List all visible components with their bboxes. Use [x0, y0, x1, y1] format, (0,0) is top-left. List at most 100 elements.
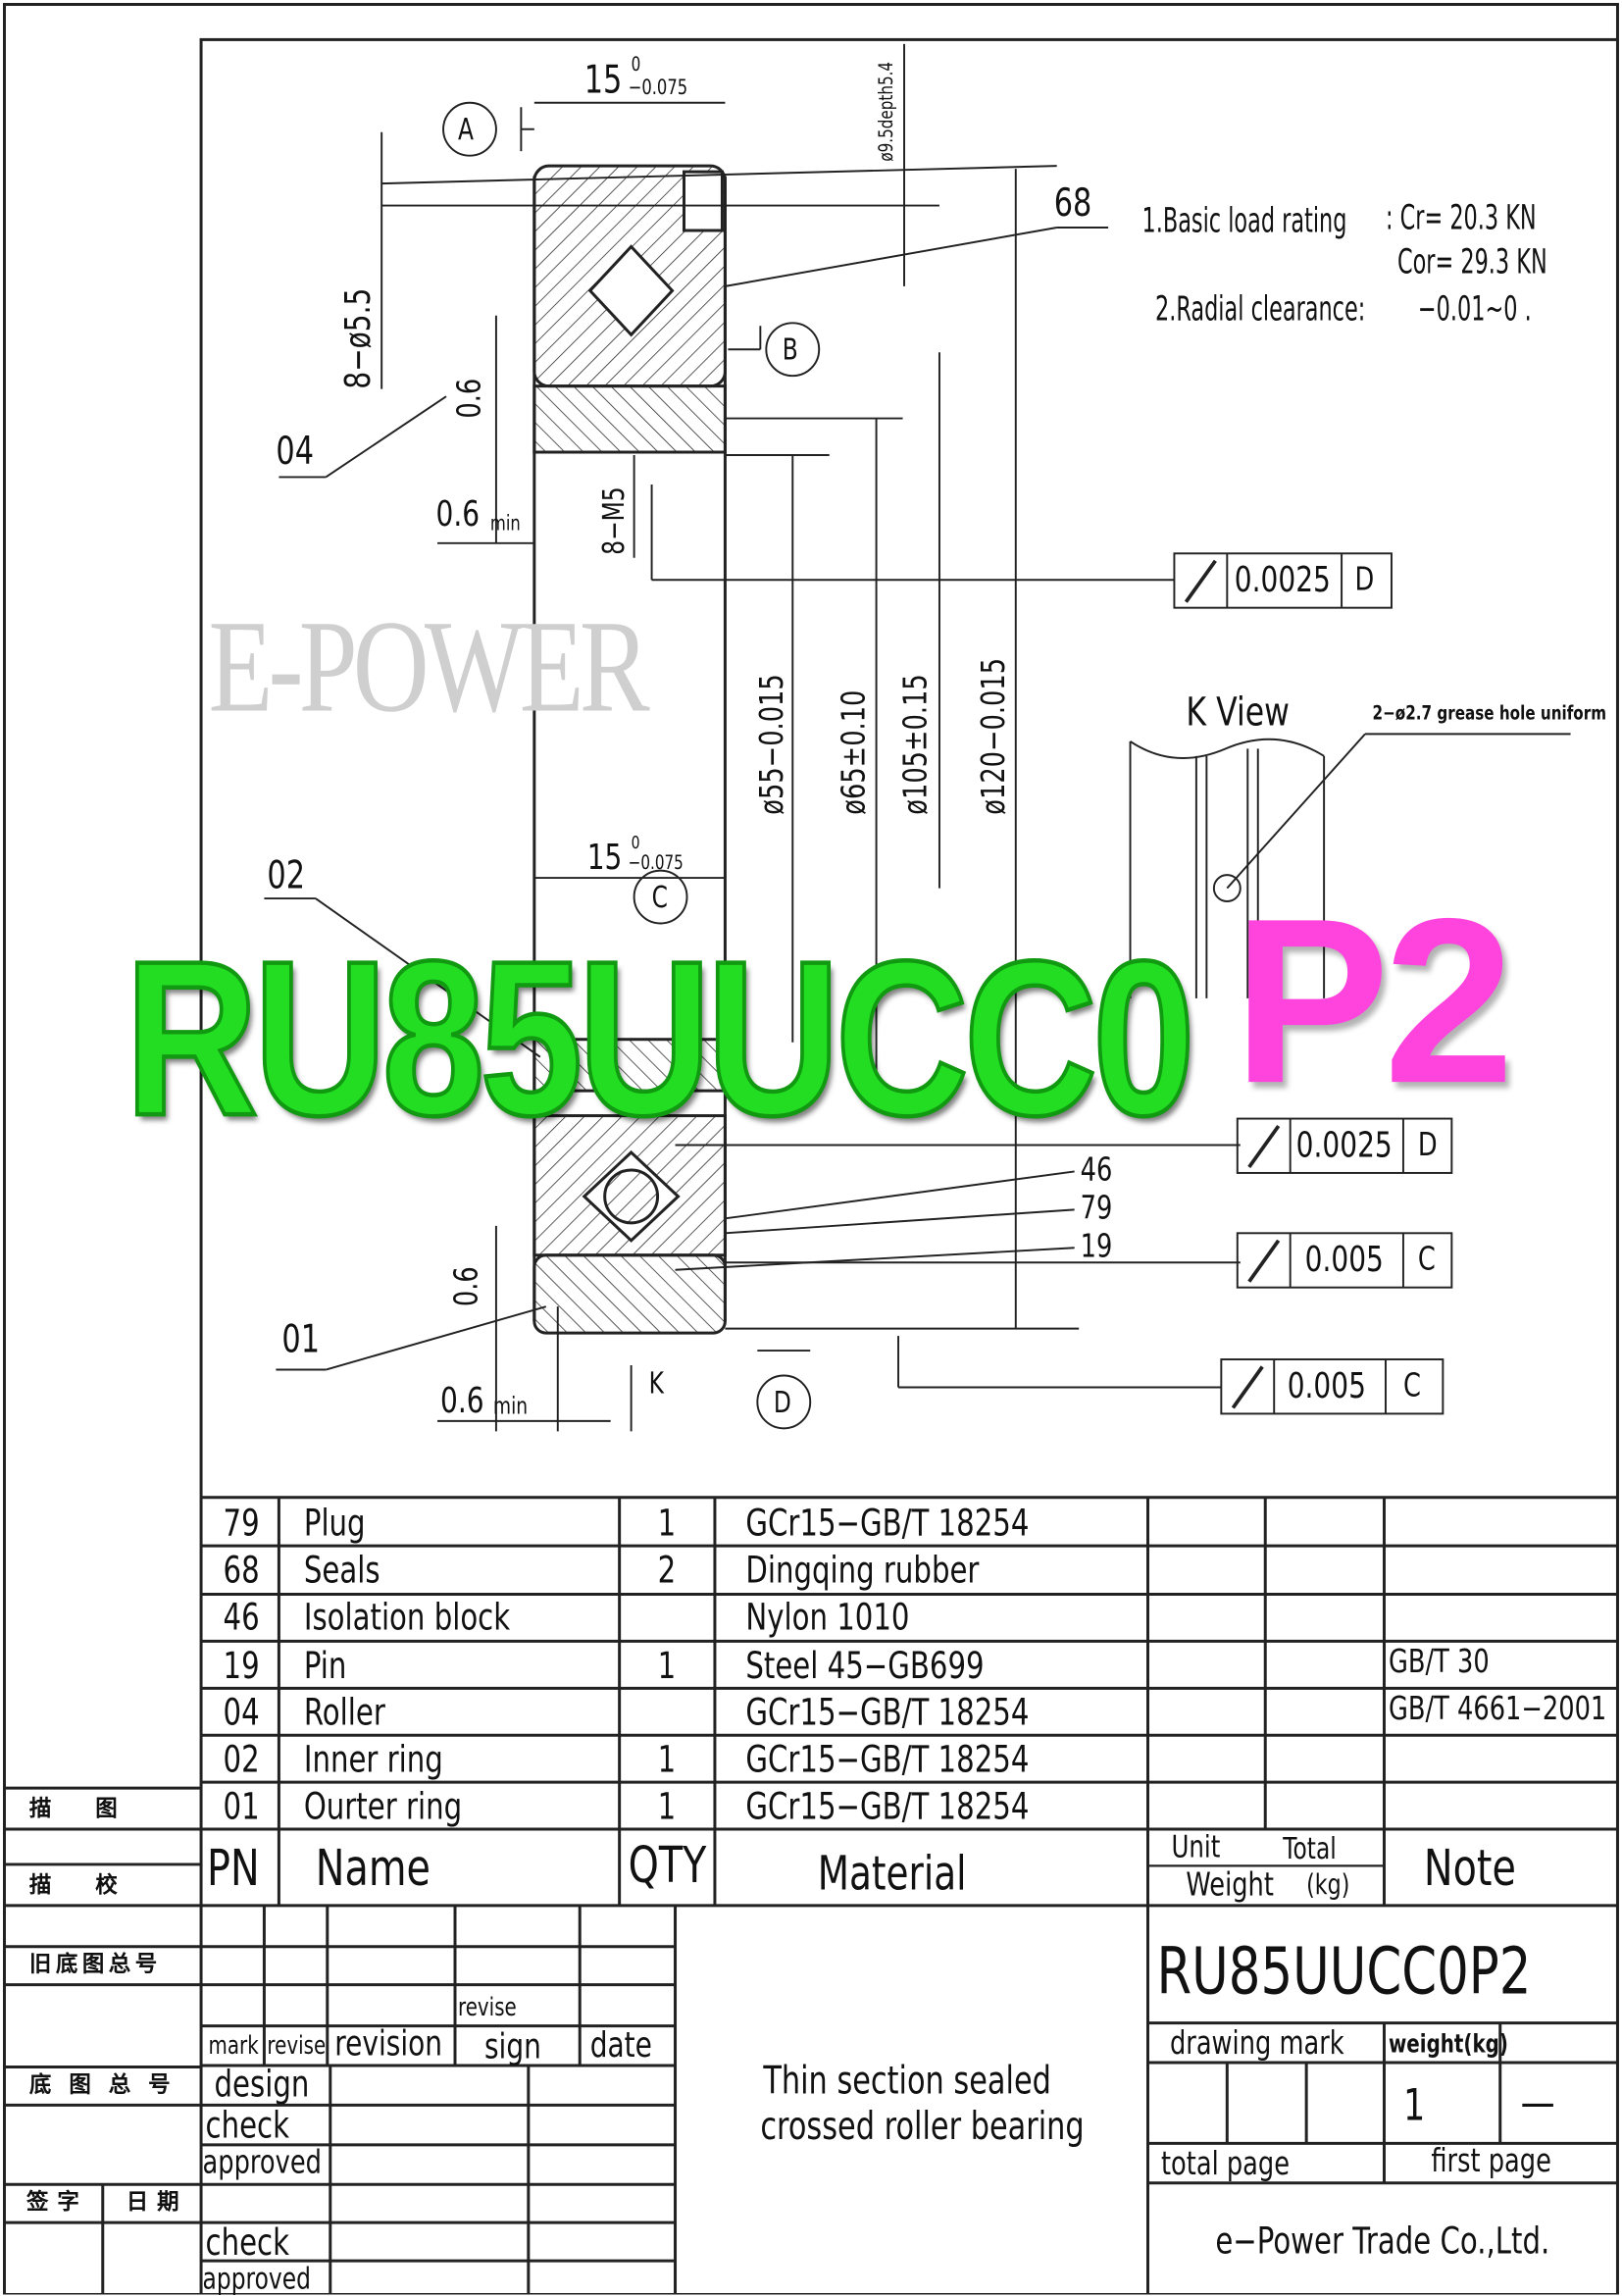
tolerance-value: 0.005	[1304, 1239, 1384, 1281]
part-qty: 1	[657, 1643, 677, 1687]
description-line-2: crossed roller bearing	[760, 2105, 1085, 2150]
part-number: 02	[223, 1738, 260, 1781]
drawing-mark-label: drawing mark	[1169, 2025, 1344, 2064]
header-qty: QTY	[628, 1836, 707, 1896]
signature-label: 签字	[25, 2188, 88, 2216]
part-number: 46	[223, 1596, 260, 1640]
width-tol-upper-2: 0	[631, 832, 640, 853]
load-rating-label: 1.Basic load rating	[1141, 202, 1347, 241]
part-number: 79	[223, 1502, 260, 1545]
clearance-value: −0.01~0 .	[1417, 290, 1532, 330]
chamfer-low-min: min	[492, 1391, 529, 1420]
cr-value: : Cr= 20.3 KN	[1385, 199, 1537, 238]
approved-label-2: approved	[202, 2261, 311, 2296]
chamfer-min: min	[489, 512, 521, 536]
trace-check-label: 描 校	[28, 1871, 118, 1899]
part-number: 04	[223, 1691, 260, 1734]
callout-68: 68	[1053, 181, 1092, 227]
d55-dim: ø55−0.015	[754, 674, 791, 815]
overlay-model-text: RU85UUCC0	[123, 914, 1196, 1161]
watermark: E-POWER	[208, 594, 650, 740]
date-label-cn: 日期	[126, 2188, 188, 2216]
part-number: 19	[223, 1643, 260, 1687]
date-label: date	[589, 2024, 652, 2066]
callout-46: 46	[1080, 1151, 1113, 1190]
overlay-suffix-text: P2	[1233, 869, 1514, 1133]
tolerance-value: 0.005	[1287, 1365, 1366, 1406]
part-name: Isolation block	[303, 1596, 511, 1640]
datum-c: C	[651, 879, 668, 915]
callout-04: 04	[276, 430, 315, 475]
tolerance-value: 0.0025	[1234, 559, 1331, 601]
check-label-2: check	[205, 2220, 290, 2265]
part-note: GB/T 4661−2001	[1388, 1691, 1607, 1728]
callout-79: 79	[1080, 1190, 1113, 1228]
part-material: Dingqing rubber	[745, 1549, 980, 1592]
scale-value: 1	[1402, 2079, 1426, 2132]
approved-label: approved	[202, 2144, 322, 2182]
tolerance-datum: D	[1354, 562, 1375, 599]
tolerance-datum: C	[1417, 1242, 1436, 1279]
part-qty: 1	[657, 1785, 677, 1828]
datum-a: A	[458, 111, 474, 147]
grease-note: 2−ø2.7 grease hole uniform	[1372, 702, 1607, 726]
d120-dim: ø120−0.015	[976, 657, 1013, 815]
header-name: Name	[315, 1839, 431, 1899]
k-view-label: K View	[1186, 689, 1290, 736]
width-tol-lower-2: −0.075	[628, 852, 684, 876]
k-label: K	[648, 1365, 664, 1401]
mark-label: mark	[208, 2031, 259, 2062]
part-material: GCr15−GB/T 18254	[745, 1785, 1030, 1828]
part-material: Nylon 1010	[745, 1596, 910, 1640]
design-label: design	[214, 2063, 310, 2106]
cor-value: Cor= 29.3 KN	[1396, 243, 1547, 282]
part-qty: 1	[657, 1502, 677, 1545]
callout-01: 01	[281, 1318, 321, 1363]
chamfer-top: 0.6	[452, 378, 489, 419]
clearance-label: 2.Radial clearance:	[1154, 290, 1366, 330]
chamfer-low: 0.6	[440, 1379, 484, 1421]
header-material: Material	[817, 1845, 967, 1902]
model-number: RU85UUCC0P2	[1156, 1934, 1532, 2011]
header-pn: PN	[207, 1839, 260, 1899]
part-name: Plug	[303, 1502, 366, 1545]
part-name: Seals	[303, 1549, 380, 1592]
part-material: GCr15−GB/T 18254	[745, 1738, 1030, 1781]
revision-label: revision	[334, 2022, 443, 2065]
callout-02: 02	[267, 854, 306, 899]
part-name: Ourter ring	[303, 1785, 463, 1828]
hole-depth-dim: ø9.5depth5.4	[876, 61, 899, 162]
check-label: check	[205, 2103, 290, 2147]
sign-label: sign	[483, 2025, 541, 2067]
part-name: Roller	[303, 1691, 385, 1734]
part-name: Pin	[303, 1643, 347, 1687]
trace-label: 描 图	[28, 1795, 118, 1822]
part-note: GB/T 30	[1388, 1643, 1490, 1681]
thread-dim: 8−M5	[595, 486, 632, 555]
callout-19: 19	[1080, 1228, 1113, 1266]
weight-kg-label: weight(kg)	[1388, 2030, 1508, 2061]
total-page-label: total page	[1160, 2146, 1291, 2183]
chamfer-mid: 0.6	[435, 492, 481, 535]
tolerance-value: 0.0025	[1295, 1124, 1393, 1166]
datum-b: B	[782, 332, 798, 368]
chamfer-bottom: 0.6	[449, 1266, 486, 1307]
width-tol-lower: −0.075	[628, 76, 688, 100]
header-weight: Weight	[1186, 1866, 1274, 1905]
header-note: Note	[1423, 1839, 1516, 1899]
old-drawing-number-label: 旧底图总号	[28, 1951, 162, 1978]
header-total: Total	[1283, 1830, 1337, 1866]
part-material: Steel 45−GB699	[745, 1643, 985, 1687]
description-line-1: Thin section sealed	[763, 2060, 1051, 2104]
part-qty: 2	[657, 1549, 677, 1592]
d105-dim: ø105±0.15	[898, 674, 936, 815]
weight-dash: —	[1520, 2076, 1555, 2129]
width-dim-2: 15	[586, 837, 623, 879]
tolerance-datum: D	[1417, 1127, 1438, 1164]
tolerance-datum: C	[1402, 1368, 1421, 1405]
part-name: Inner ring	[303, 1738, 443, 1781]
revise-label-2: revise	[458, 1993, 517, 2023]
first-page-label: first page	[1431, 2143, 1551, 2180]
